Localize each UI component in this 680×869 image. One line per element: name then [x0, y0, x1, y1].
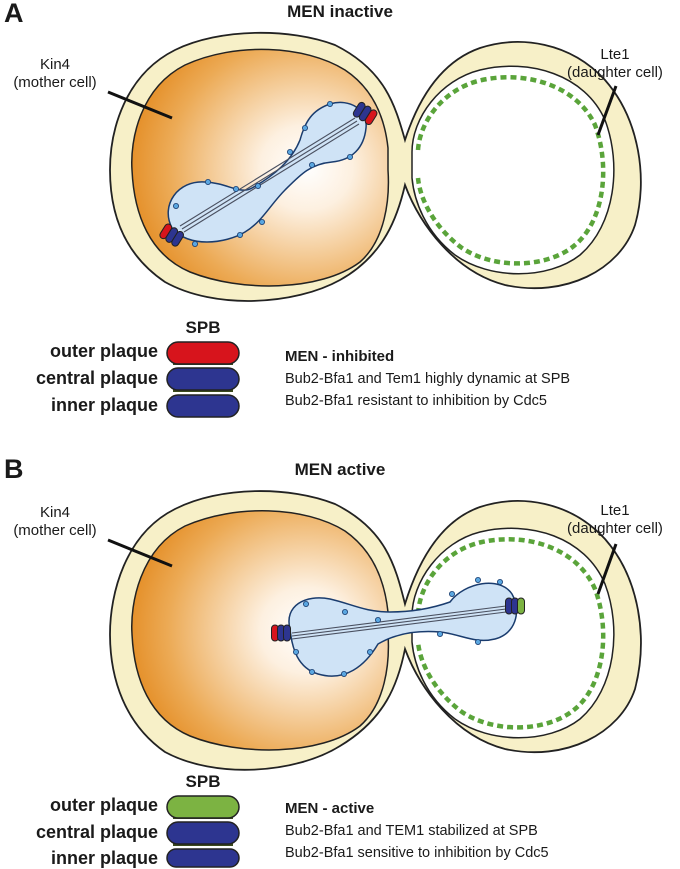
inner-plaque-label: inner plaque: [50, 848, 158, 868]
mother-cell: [131, 510, 390, 751]
kin4-location: (mother cell): [13, 74, 97, 91]
nuclear-pores: [172, 101, 353, 247]
kin4-label: Kin4 (mother cell): [2, 56, 108, 92]
lte1-location: (daughter cell): [567, 64, 663, 81]
status-line-2: Bub2-Bfa1 resistant to inhibition by Cdc…: [285, 393, 547, 409]
lte1-label: Lte1 (daughter cell): [555, 46, 675, 82]
spb-legend-b: [166, 795, 240, 868]
lte1-location: (daughter cell): [567, 520, 663, 537]
inner-plaque-label: inner plaque: [50, 395, 158, 415]
inner-plaque-shape: [166, 848, 240, 868]
panel-title: MEN active: [294, 460, 386, 479]
kin4-pointer: [107, 90, 173, 120]
lte1-cortex: [415, 75, 606, 266]
panel-a: A MEN inactive Kin4 (mother cell) Lte1 (…: [0, 0, 680, 434]
spindle: [179, 117, 360, 233]
spb-mother-b: [271, 624, 291, 642]
status-line-1: Bub2-Bfa1 and Tem1 highly dynamic at SPB: [285, 371, 571, 387]
status-title: MEN - inhibited: [285, 348, 395, 365]
outer-plaque-label: outer plaque: [49, 795, 158, 815]
status-title: MEN - active: [285, 800, 375, 817]
spb-mother-a: [159, 223, 185, 247]
daughter-cell: [411, 527, 615, 739]
nucleus: [288, 582, 518, 677]
inner-plaque-shape: [166, 394, 240, 418]
cell-diagram-b: [107, 490, 642, 868]
spb-title: SPB: [185, 318, 221, 337]
outer-plaque-shape: [166, 341, 240, 365]
kin4-location: (mother cell): [13, 522, 97, 539]
outer-plaque-label: outer plaque: [49, 341, 158, 361]
status-line-1: Bub2-Bfa1 and TEM1 stabilized at SPB: [285, 823, 538, 839]
panel-b: B MEN active Kin4 (mother cell) Lte1 (da…: [0, 434, 680, 869]
nuclear-pores: [292, 576, 503, 677]
kin4-name: Kin4: [39, 56, 71, 73]
central-plaque-shape: [166, 821, 240, 845]
lte1-name: Lte1: [600, 46, 630, 63]
daughter-cell: [411, 65, 615, 275]
lte1-label: Lte1 (daughter cell): [555, 502, 675, 538]
lte1-cortex: [415, 537, 606, 730]
spb-daughter-a: [352, 101, 378, 125]
panel-title: MEN inactive: [287, 2, 393, 21]
panel-letter: A: [4, 0, 24, 28]
lte1-name: Lte1: [600, 502, 630, 519]
spindle: [291, 605, 507, 640]
lte1-pointer: [596, 543, 618, 595]
cell-diagram-a: [107, 31, 642, 418]
outer-plaque-shape: [166, 795, 240, 819]
kin4-pointer: [107, 538, 173, 568]
kin4-name: Kin4: [39, 504, 71, 521]
spb-title: SPB: [185, 772, 221, 791]
status-line-2: Bub2-Bfa1 sensitive to inhibition by Cdc…: [285, 845, 549, 861]
central-plaque-label: central plaque: [35, 368, 158, 388]
spb-daughter-b: [505, 597, 525, 615]
panel-letter: B: [4, 454, 24, 484]
kin4-label: Kin4 (mother cell): [2, 504, 108, 540]
central-plaque-shape: [166, 367, 240, 391]
central-plaque-label: central plaque: [35, 822, 158, 842]
spb-legend-a: [166, 341, 240, 418]
mother-cell: [131, 48, 390, 287]
lte1-pointer: [596, 85, 618, 136]
